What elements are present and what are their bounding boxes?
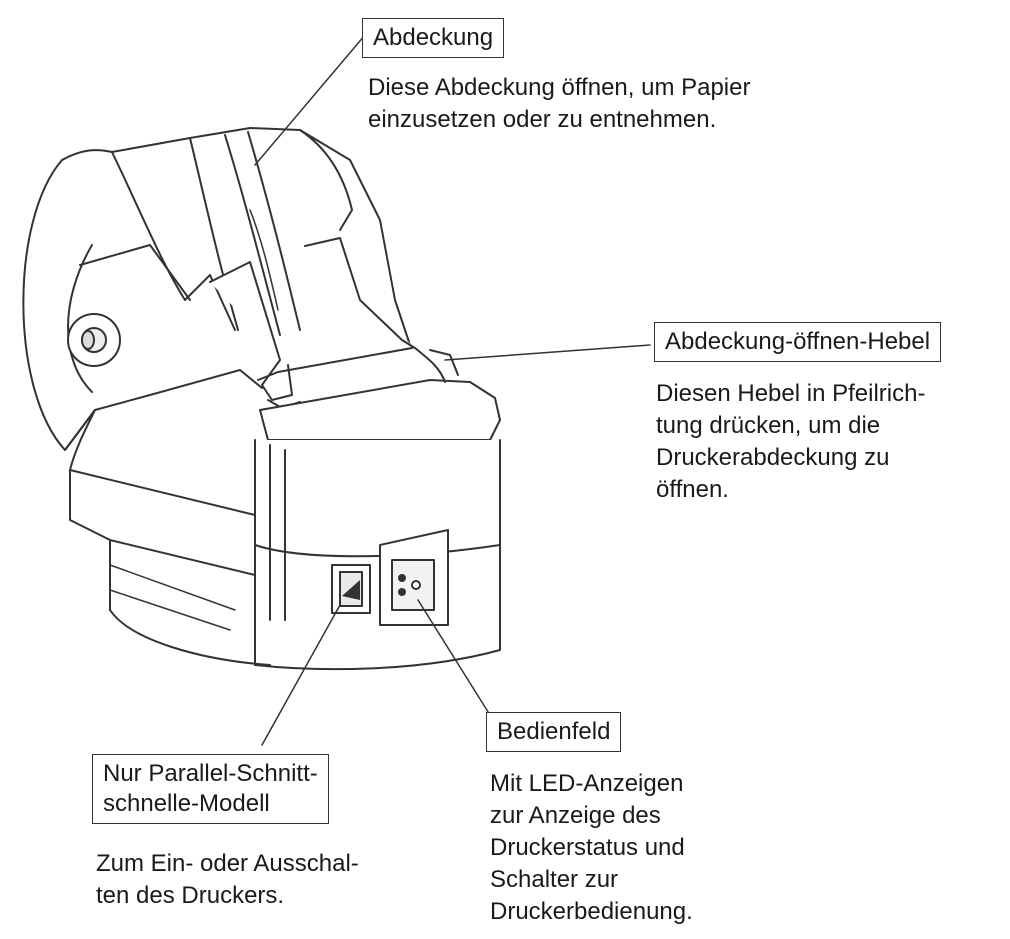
- control-panel-label: Bedienfeld: [486, 712, 621, 752]
- paper-guides: [210, 238, 415, 408]
- cover-description: Diese Abdeckung öffnen, um Papier einzus…: [368, 72, 750, 136]
- front-upper-block: [255, 348, 500, 556]
- power-switch-description: Zum Ein- oder Ausschal- ten des Druckers…: [96, 848, 359, 912]
- cover-lever-description: Diesen Hebel in Pfeilrich- tung drücken,…: [656, 378, 925, 506]
- cover-lever-label: Abdeckung-öffnen-Hebel: [654, 322, 941, 362]
- cover-label: Abdeckung: [362, 18, 504, 58]
- paper-roll-housing: [23, 150, 120, 450]
- power-switch: [332, 565, 370, 613]
- control-panel-description: Mit LED-Anzeigen zur Anzeige des Drucker…: [490, 768, 693, 928]
- control-panel: [380, 530, 448, 625]
- power-switch-label: Nur Parallel-Schnitt- schnelle-Modell: [92, 754, 329, 824]
